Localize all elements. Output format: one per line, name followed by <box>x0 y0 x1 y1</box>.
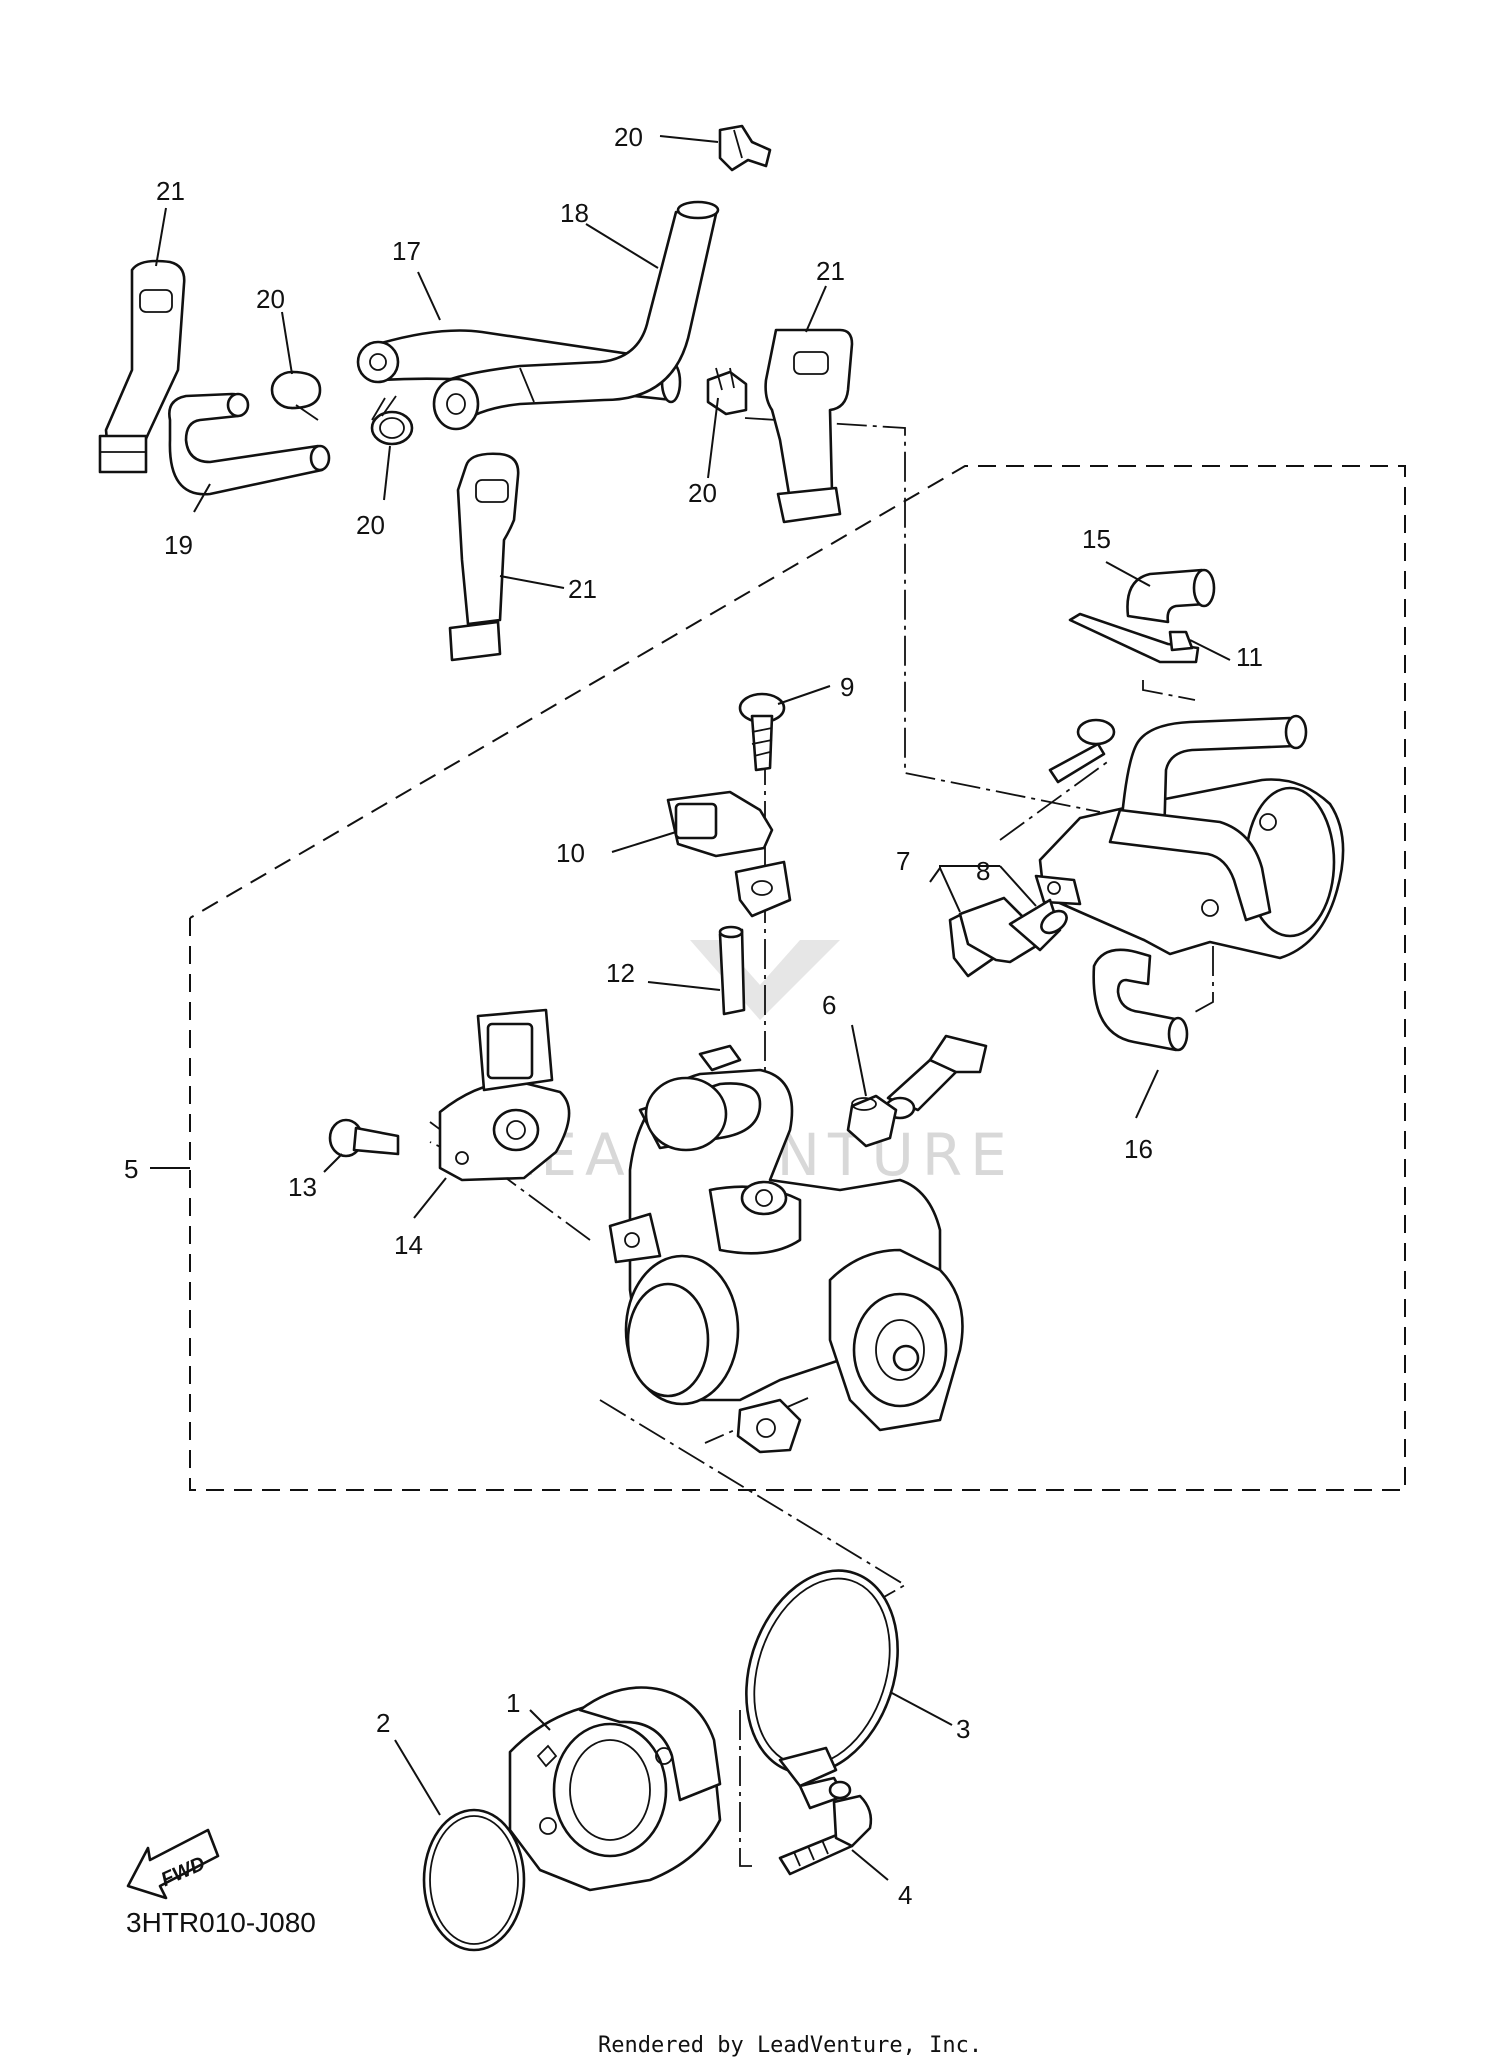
callout-6: 6 <box>822 990 836 1020</box>
o-ring-2 <box>422 1808 526 1952</box>
callout-20-top: 20 <box>614 122 643 152</box>
screw-9 <box>738 692 786 772</box>
dowel-pin-12 <box>718 925 746 1016</box>
callout-10: 10 <box>556 838 585 868</box>
hose-16 <box>1092 948 1189 1052</box>
leader-lines <box>155 135 1231 1881</box>
hose-15 <box>1126 568 1216 624</box>
callout-3: 3 <box>956 1714 970 1744</box>
callout-20-left: 20 <box>256 284 285 314</box>
hose-clamp-20-top <box>718 124 772 172</box>
hose-19 <box>168 392 331 496</box>
callout-19: 19 <box>164 530 193 560</box>
callout-21-bottom: 21 <box>568 574 597 604</box>
fwd-arrow-icon: FWD <box>126 1828 220 1900</box>
screw-13 <box>328 1118 400 1158</box>
bracket-11 <box>1068 612 1200 664</box>
footer-credit: Rendered by LeadVenture, Inc. <box>598 2033 982 2058</box>
assembly-5-outline <box>189 465 1406 1491</box>
callout-11: 11 <box>1236 642 1263 672</box>
bracket-21-right <box>764 328 854 524</box>
hose-18 <box>432 200 720 431</box>
callout-14: 14 <box>394 1230 423 1260</box>
intake-joint-1 <box>508 1686 722 1892</box>
callout-21-left: 21 <box>156 176 185 206</box>
callouts: 1 2 3 4 5 6 7 8 9 10 11 12 13 14 15 16 1… <box>124 122 1263 1910</box>
callout-17: 17 <box>392 236 421 266</box>
screw-valve <box>1048 718 1116 784</box>
sensor-10 <box>666 790 792 918</box>
callout-21-right: 21 <box>816 256 845 286</box>
hose-clamp-20-right <box>706 367 748 416</box>
callout-16: 16 <box>1124 1134 1153 1164</box>
hose-clamp-20-mid <box>370 395 414 446</box>
callout-12: 12 <box>606 958 635 988</box>
hose-clamp-3 <box>745 1569 899 1810</box>
callout-2: 2 <box>376 1708 390 1738</box>
bracket-21-left <box>98 259 186 474</box>
bracket-21-bottom <box>448 452 520 662</box>
bolt-4 <box>778 1794 873 1876</box>
callout-9: 9 <box>840 672 854 702</box>
callout-8: 8 <box>976 856 990 886</box>
callout-20-mid: 20 <box>356 510 385 540</box>
collar-6 <box>846 1094 898 1148</box>
throttle-position-sensor-14 <box>438 1008 571 1182</box>
hose-clamp-20-left <box>270 370 322 421</box>
throttle-body <box>608 1044 964 1454</box>
callout-4: 4 <box>898 1880 912 1910</box>
diagram-code: 3HTR010-J080 <box>126 1907 316 1938</box>
callout-13: 13 <box>288 1172 317 1202</box>
callout-5: 5 <box>124 1154 138 1184</box>
callout-7: 7 <box>896 846 910 876</box>
callout-18: 18 <box>560 198 589 228</box>
bypass-valve-body <box>1034 714 1345 960</box>
callout-20-right: 20 <box>688 478 717 508</box>
injector-7 <box>884 896 1062 1120</box>
callout-15: 15 <box>1082 524 1111 554</box>
o-ring-8 <box>1040 909 1068 935</box>
callout-1: 1 <box>506 1688 520 1718</box>
